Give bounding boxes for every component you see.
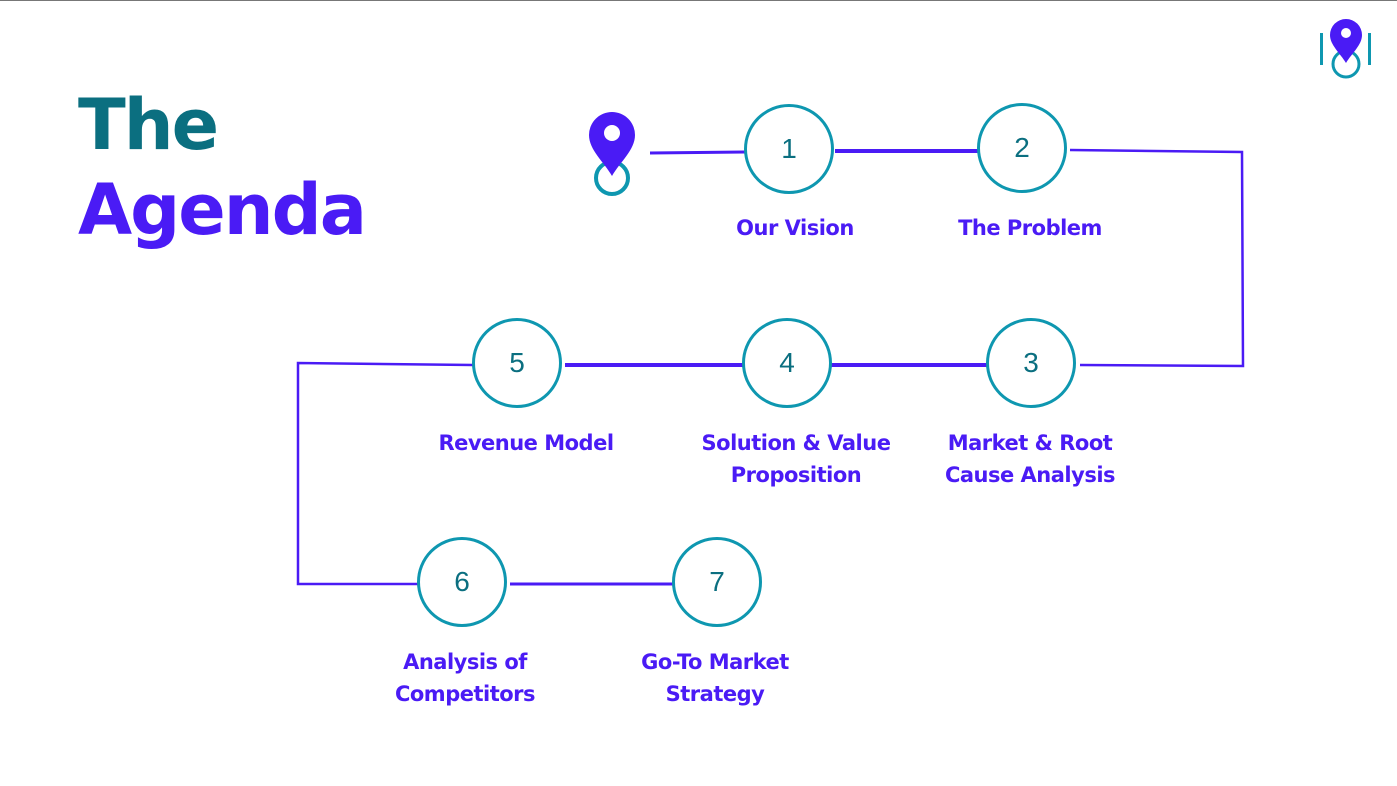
title-line-2: Agenda [78,169,367,251]
step-number: 4 [779,347,795,378]
step-number: 6 [454,566,470,597]
step-7-circle: 7 [672,537,762,627]
step-2-circle: 2 [977,103,1067,193]
step-1-circle: 1 [744,104,834,194]
step-1-label: Our Vision [736,216,854,240]
step-number: 5 [509,347,525,378]
step-4-circle: 4 [742,318,832,408]
step-5-circle: 5 [472,318,562,408]
step-3-circle: 3 [986,318,1076,408]
step-7-label: Go-To Market Strategy [641,650,789,706]
title-line-1: The [78,84,219,166]
connector [649,150,746,155]
map-pin-logo-icon [1320,19,1371,79]
step-6-label: Analysis of Competitors [394,650,536,706]
step-5-label: Revenue Model [438,431,614,455]
top-border [0,0,1397,1]
step-4-label: Solution & Value Proposition [701,431,891,487]
connector [1069,148,1245,368]
step-number: 3 [1023,347,1039,378]
step-2-label: The Problem [958,216,1102,240]
connector [296,361,474,586]
step-number: 2 [1014,132,1030,163]
step-3-label: Market & Root Cause Analysis [944,431,1116,487]
map-pin-icon [589,112,635,196]
step-number: 7 [709,566,725,597]
step-6-circle: 6 [417,537,507,627]
step-number: 1 [781,133,797,164]
